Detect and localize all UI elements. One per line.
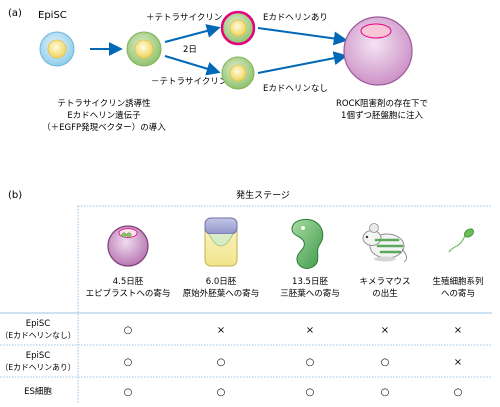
sperm-icon <box>448 228 474 253</box>
cell-r1-c4: × <box>381 325 389 336</box>
ecad-absent-label: Eカドヘリンなし <box>263 84 328 94</box>
cell-r3-c4: ○ <box>381 387 390 398</box>
episc-label: EpiSC <box>38 10 67 21</box>
cell-r3-c2: ○ <box>217 387 226 398</box>
stage-header: 発生ステージ <box>236 189 290 201</box>
cell-r2-c5: × <box>454 357 462 368</box>
cell-r2-c2: ○ <box>217 357 226 368</box>
row-1-label-line-1: EpiSC <box>26 319 51 329</box>
stage-5-line-2: への寄与 <box>441 288 475 299</box>
embryo-icon <box>291 218 324 269</box>
duration-label: 2日 <box>183 45 197 55</box>
stage-1-line-2: エピブラストへの寄与 <box>86 288 171 299</box>
cell-r2-c4: ○ <box>381 357 390 368</box>
ecad-positive-cell <box>220 10 256 46</box>
stage-3-line-1: 13.5日胚 <box>292 277 328 287</box>
cell-r3-c3: ○ <box>306 387 315 398</box>
ecad-present-label: Eカドヘリンあり <box>263 13 328 23</box>
arrow-ecad-negative-to-blastocyst <box>257 51 348 74</box>
stage-2-line-1: 6.0日胚 <box>206 277 237 287</box>
minus-tetracycline-label: －テトラサイクリン <box>151 77 227 87</box>
row-3-label-line-1: ES細胞 <box>24 386 52 397</box>
stage-4-line-1: キメラマウス <box>359 277 410 287</box>
panel-a-label: (a) <box>8 8 22 19</box>
panel-b-label: (b) <box>8 190 22 201</box>
cell-r1-c2: × <box>217 325 225 336</box>
stage-2-line-2: 原始外胚葉への寄与 <box>183 288 260 299</box>
arrow-minus-tetracycline <box>164 55 221 76</box>
note-right-line-1: ROCK阻害剤の存在下で <box>336 98 428 109</box>
note-left-line-1: テトラサイクリン誘導性 <box>57 98 151 109</box>
cell-r2-c3: ○ <box>306 357 315 368</box>
mouse-icon <box>362 223 408 263</box>
ecad-negative-cell <box>221 56 255 90</box>
cell-r1-c3: × <box>306 325 314 336</box>
row-1-label-line-2: （Eカドヘリンなし） <box>0 331 75 340</box>
stage-3-line-2: 三胚葉への寄与 <box>280 288 340 299</box>
episc-cell <box>39 31 75 67</box>
plus-tetracycline-label: ＋テトラサイクリン <box>146 13 222 23</box>
arrow-plus-tetracycline <box>164 24 221 43</box>
cell-r3-c5: ○ <box>454 387 463 398</box>
cell-r3-c1: ○ <box>124 387 133 398</box>
host-blastocyst <box>343 16 413 86</box>
table-grid <box>0 205 492 404</box>
egg-cylinder-icon <box>204 217 238 267</box>
cell-r1-c5: × <box>454 325 462 336</box>
arrow-ecad-positive-to-blastocyst <box>257 27 348 46</box>
stage-5-line-1: 生殖細胞系列 <box>432 276 483 287</box>
cell-r2-c1: ○ <box>124 357 133 368</box>
transfected-cell <box>126 31 162 67</box>
stage-1-line-1: 4.5日胚 <box>113 277 144 287</box>
note-left-line-2: Eカドヘリン遺伝子 <box>67 110 141 121</box>
row-2-label-line-2: （Eカドヘリンあり） <box>0 363 75 372</box>
note-left-line-3: （＋EGFP発現ベクター）の導入 <box>42 122 166 133</box>
note-right-line-2: 1個ずつ胚盤胞に注入 <box>341 110 423 121</box>
cell-r1-c1: ○ <box>124 325 133 336</box>
row-2-label-line-1: EpiSC <box>26 351 51 361</box>
blastocyst-icon <box>107 225 149 267</box>
stage-4-line-2: の出生 <box>372 288 398 299</box>
